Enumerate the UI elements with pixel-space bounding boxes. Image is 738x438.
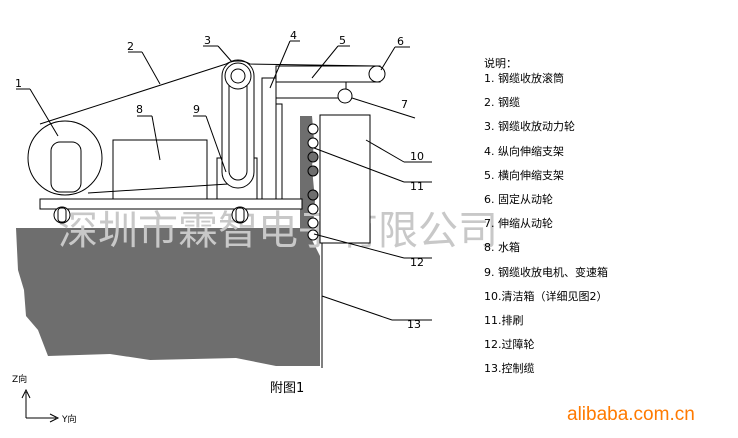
legend-item: 10.清洁箱（详细见图2） (484, 289, 608, 303)
drive-pulley (224, 62, 252, 90)
water-tank (112, 139, 208, 200)
cleaning-box (319, 114, 371, 244)
legend-item: 12.过障轮 (484, 338, 535, 352)
base-plate (39, 198, 303, 210)
leader-lines (16, 40, 432, 321)
legend-item: 13.控制缆 (484, 362, 535, 376)
callout-3: 3 (204, 34, 211, 47)
callout-10: 10 (410, 150, 424, 163)
callout-5: 5 (339, 34, 346, 47)
brush-set (307, 123, 319, 241)
fixed-idler (368, 65, 386, 83)
legend-item: 11.排刷 (484, 313, 524, 327)
brand-watermark: alibaba.com.cn (567, 404, 695, 425)
legend-list: 1. 钢缆收放滚筒 2. 钢缆 3. 钢缆收放动力轮 4. 纵向伸缩支架 5. … (484, 71, 734, 385)
legend-title: 说明： (484, 57, 517, 70)
steel-cable (39, 60, 377, 125)
callout-7: 7 (401, 98, 408, 111)
legend-item: 2. 钢缆 (484, 96, 520, 110)
watermark: 深圳市霖智电子有限公司 (58, 208, 498, 254)
telescopic-idler (337, 88, 353, 104)
legend-item: 6. 固定从动轮 (484, 192, 553, 206)
legend-item: 7. 伸缩从动轮 (484, 217, 553, 231)
y-axis-label: Y向 (61, 413, 77, 425)
vertical-frame (261, 77, 277, 200)
callout-13: 13 (407, 318, 421, 331)
figure-caption: 附图1 (270, 381, 304, 396)
drive-belt (221, 59, 255, 189)
legend-item: 5. 横向伸缩支架 (484, 168, 564, 182)
ground-mass (16, 116, 320, 366)
callout-4: 4 (290, 29, 297, 42)
legend-item: 9. 钢缆收放电机、变速箱 (484, 265, 608, 279)
z-axis-label: Z向 (12, 373, 27, 385)
callout-11: 11 (410, 180, 424, 193)
callout-8: 8 (136, 103, 143, 116)
callout-12: 12 (410, 256, 424, 269)
callout-1: 1 (15, 77, 22, 90)
callout-9: 9 (193, 103, 200, 116)
cable-drum-core (50, 141, 82, 193)
legend-item: 3. 钢缆收放动力轮 (484, 120, 575, 134)
legend-item: 8. 水箱 (484, 241, 520, 255)
legend-item: 4. 纵向伸缩支架 (484, 144, 564, 158)
callout-2: 2 (127, 40, 134, 53)
legend-item: 1. 钢缆收放滚筒 (484, 72, 564, 85)
legend-panel: 说明： 1. 钢缆收放滚筒 2. 钢缆 3. 钢缆收放动力轮 4. 纵向伸缩支架… (484, 56, 734, 385)
axis-indicator (21, 388, 60, 423)
callout-6: 6 (397, 35, 404, 48)
horizontal-frame (275, 65, 381, 83)
